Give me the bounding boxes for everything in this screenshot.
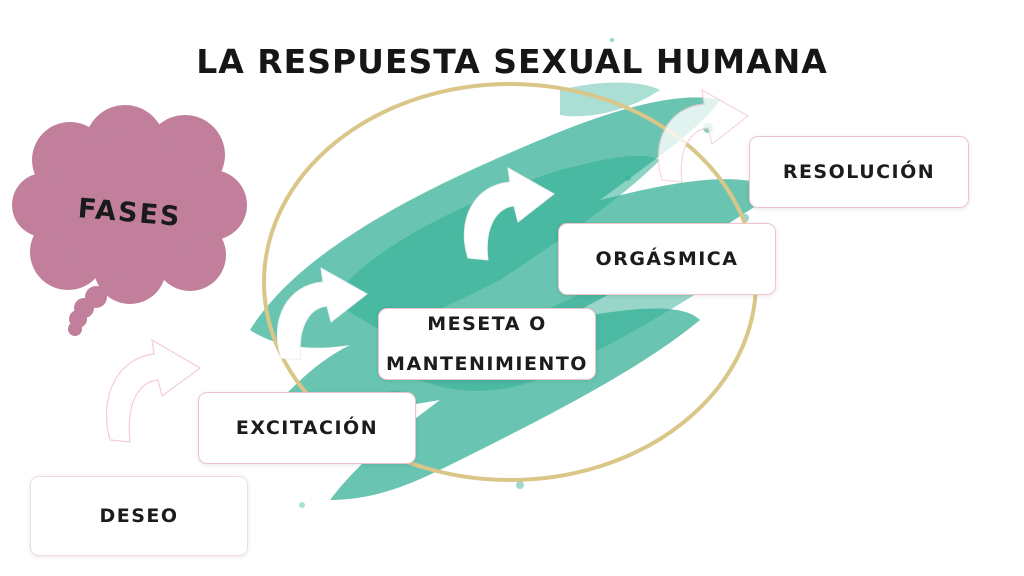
stage-label: EXCITACIÓN [235,417,379,439]
stage-label: DESEO [99,505,179,527]
stage-box-deseo: DESEO [30,476,248,556]
stage-label-line-1: MESETA O [427,313,547,335]
stage-label: RESOLUCIÓN [782,161,936,183]
curved-arrow-icon [657,88,750,183]
curved-arrow-icon [463,167,555,261]
curved-arrow-icon [105,338,202,443]
stage-label-line-2: MANTENIMIENTO [386,353,588,375]
stage-box-resolucion: RESOLUCIÓN [749,136,969,208]
curved-arrow-icon [276,267,368,361]
stage-box-meseta: MESETA O MANTENIMIENTO [378,308,596,380]
page-title: LA RESPUESTA SEXUAL HUMANA [196,42,828,81]
stage-box-orgasmica: ORGÁSMICA [558,223,776,295]
thought-cloud-icon [12,105,247,336]
stage-box-excitacion: EXCITACIÓN [198,392,416,464]
stage-label: ORGÁSMICA [595,248,739,270]
